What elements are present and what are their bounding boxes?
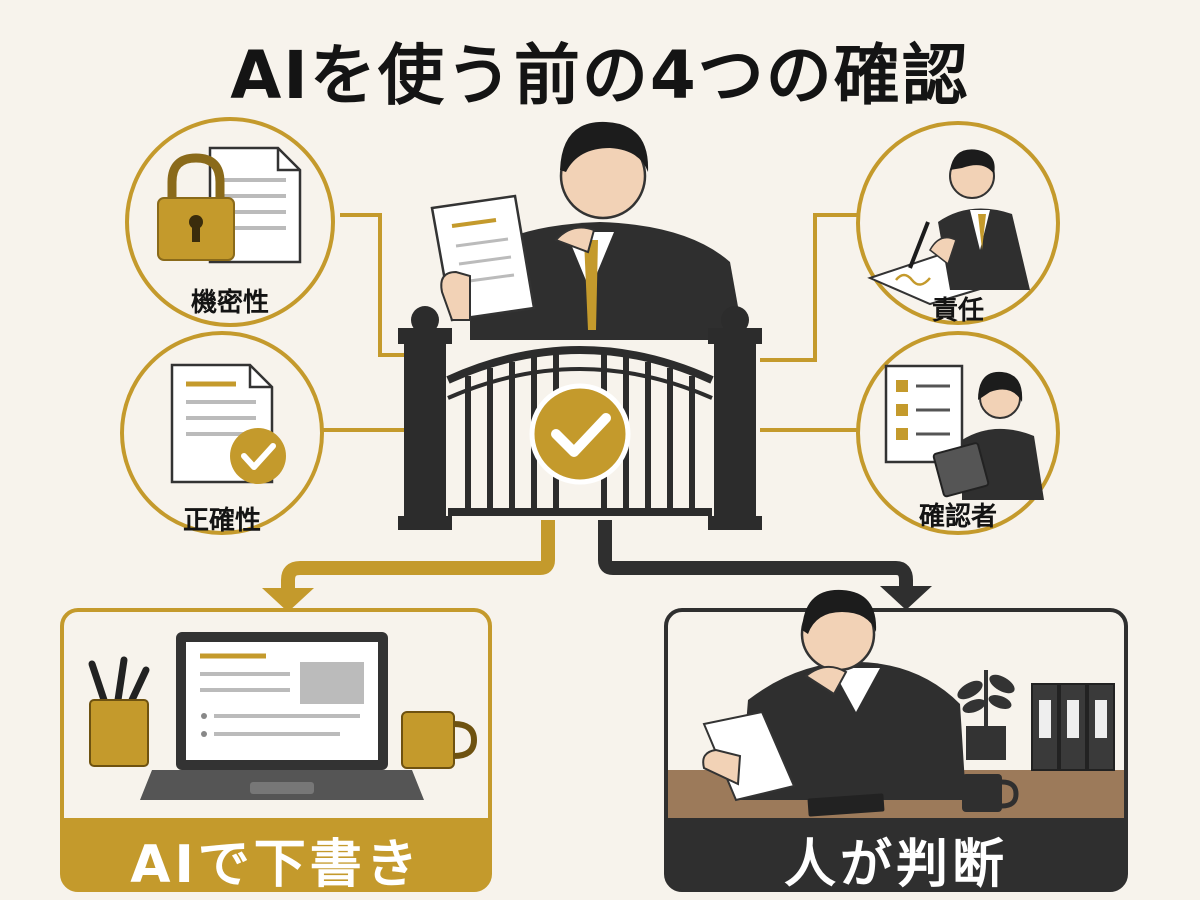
coffee-mug-icon [401, 711, 478, 769]
signing-person-icon [867, 149, 1030, 306]
outcome-panel-human-judgment [664, 589, 1128, 892]
check-label-accuracy: 正確性 [182, 506, 261, 536]
pen-holder-icon [88, 656, 150, 767]
gate-check-icon [529, 383, 631, 485]
check-label-confidentiality: 機密性 [190, 288, 269, 318]
reviewer-person-icon [932, 371, 1044, 500]
check-circle-reviewer [856, 331, 1060, 535]
check-circle-responsibility [856, 121, 1060, 325]
plant-icon [957, 670, 1015, 760]
check-label-reviewer: 確認者 [918, 502, 997, 532]
flow-arrow-left [262, 520, 555, 612]
connector-responsibility [760, 213, 860, 362]
check-circle-confidentiality [125, 117, 335, 327]
check-circle-accuracy [120, 331, 324, 535]
checklist-icon [884, 364, 964, 464]
check-label-responsibility: 責任 [931, 296, 984, 326]
connector-lines [322, 213, 860, 432]
connector-confidentiality [340, 213, 420, 357]
page-title: AIを使う前の4つの確認 [230, 37, 970, 114]
binders-icon [1031, 683, 1115, 771]
outcome-panel-ai-draft [60, 608, 492, 892]
mug-icon [962, 774, 1019, 812]
lock-icon [157, 153, 235, 261]
outcome-label-ai-draft: AIで下書き [130, 835, 422, 895]
laptop-icon [140, 632, 424, 800]
desk-person-icon [702, 589, 966, 817]
central-businessman [430, 121, 744, 340]
check-badge-icon [230, 428, 286, 484]
outcome-label-human-judgment: 人が判断 [783, 835, 1008, 895]
flow-arrow-right [598, 520, 932, 610]
gate-icon [398, 306, 762, 530]
